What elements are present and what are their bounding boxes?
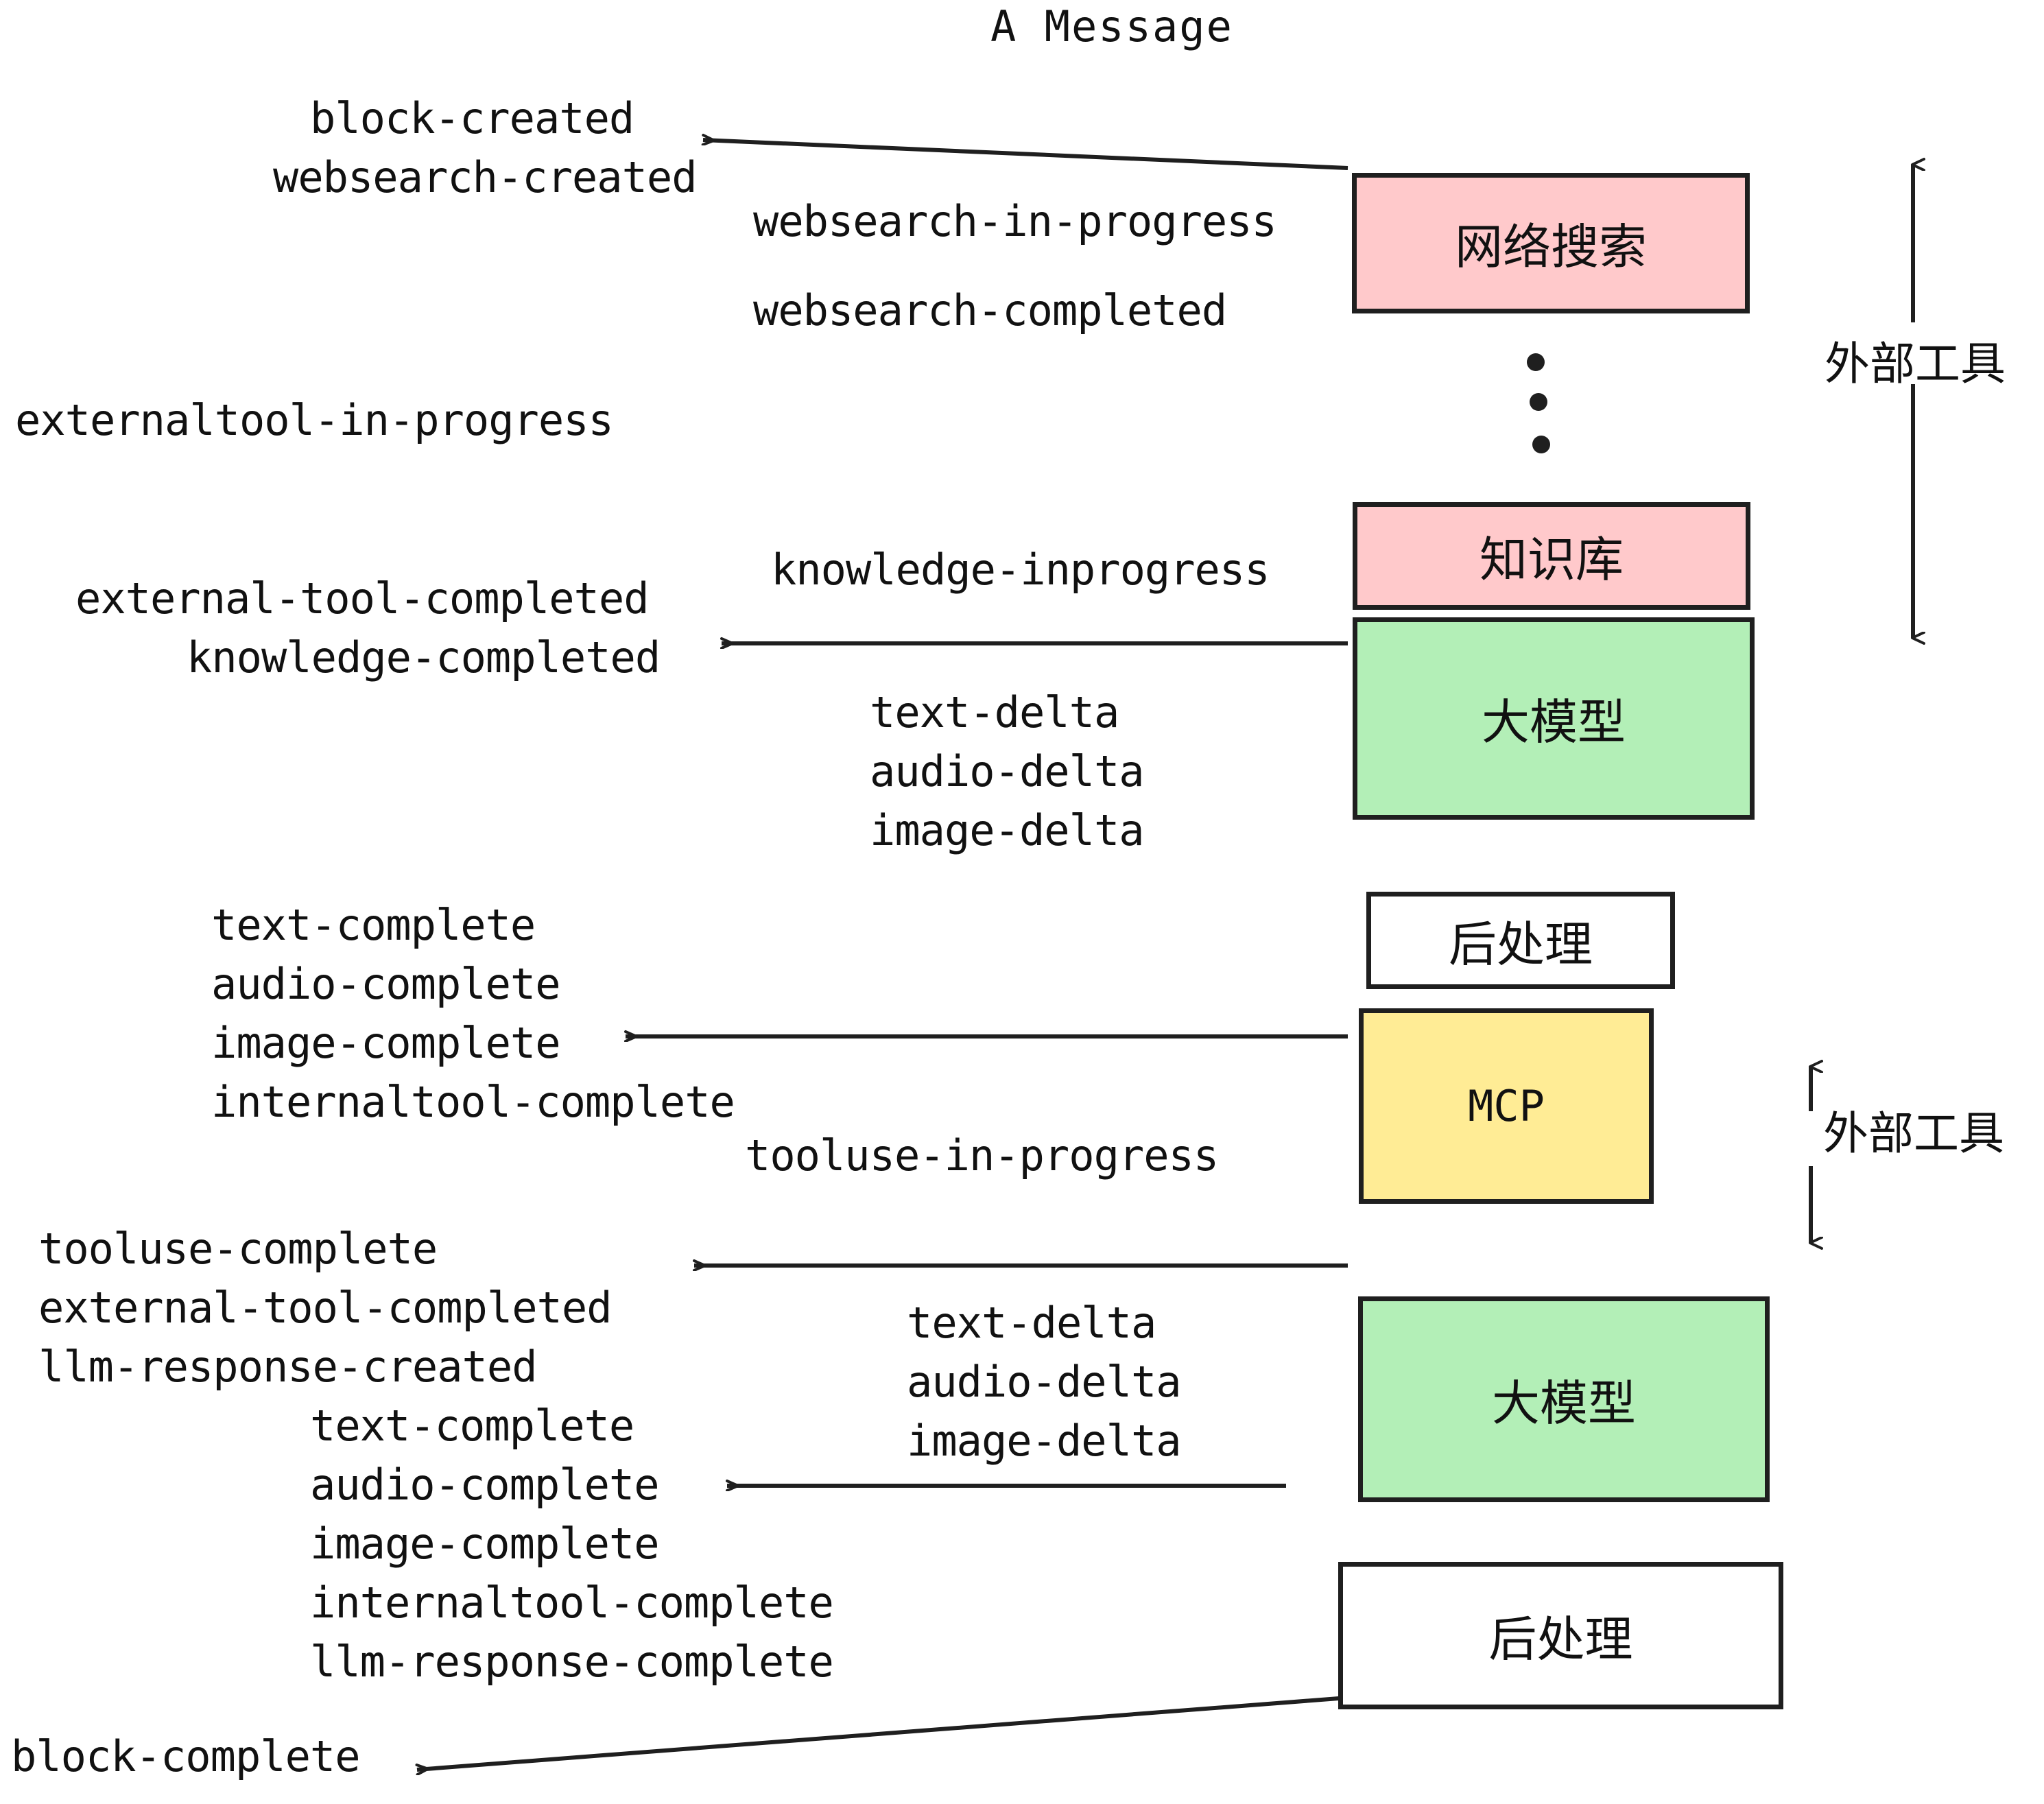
event-label-tooluse-in-progress: tooluse-in-progress (745, 1130, 1219, 1180)
event-label-websearch-created: websearch-created (273, 152, 698, 202)
arrow-postprocess2-to-block-complete (417, 1696, 1340, 1770)
node-box-websearch[interactable]: 网络搜索 (1352, 173, 1750, 313)
event-label-image-complete-1: image-complete (211, 1018, 561, 1068)
event-label-internaltool-complete-2: internaltool-complete (310, 1578, 834, 1628)
event-label-block-created: block-created (310, 93, 634, 143)
node-box-knowledge[interactable]: 知识库 (1353, 502, 1750, 610)
ellipsis-dot-2 (1530, 393, 1547, 411)
event-label-externaltool-in-progress: externaltool-in-progress (15, 395, 614, 445)
event-label-audio-complete-1: audio-complete (211, 959, 561, 1009)
event-label-image-delta-1: image-delta (870, 805, 1145, 855)
node-box-llm-2[interactable]: 大模型 (1358, 1296, 1770, 1502)
node-box-postprocess-2[interactable]: 后处理 (1338, 1562, 1783, 1709)
arrow-websearch-to-created (703, 140, 1348, 170)
event-label-block-complete: block-complete (11, 1731, 361, 1781)
event-label-text-delta-1: text-delta (870, 687, 1119, 737)
event-label-audio-delta-2: audio-delta (907, 1357, 1182, 1407)
node-label-postprocess-1: 后处理 (1449, 916, 1593, 973)
node-label-llm-1: 大模型 (1482, 694, 1626, 750)
node-label-knowledge: 知识库 (1479, 532, 1624, 588)
event-label-websearch-in-progress: websearch-in-progress (753, 196, 1277, 246)
node-label-llm-2: 大模型 (1492, 1375, 1636, 1432)
node-label-postprocess-2: 后处理 (1488, 1611, 1633, 1667)
event-label-text-delta-2: text-delta (907, 1298, 1156, 1348)
event-label-internaltool-complete-1: internaltool-complete (211, 1077, 735, 1127)
node-label-websearch: 网络搜索 (1455, 219, 1647, 275)
node-box-postprocess-1[interactable]: 后处理 (1366, 892, 1675, 989)
page-title: A Message (990, 1, 1233, 51)
event-label-knowledge-completed: knowledge-completed (187, 632, 661, 683)
event-label-audio-complete-2: audio-complete (310, 1460, 660, 1510)
event-label-external-tool-completed-1: external-tool-completed (75, 573, 650, 624)
side-label-external-tool-bottom: 外部工具 (1823, 1107, 2004, 1160)
event-label-image-delta-2: image-delta (907, 1416, 1182, 1466)
event-label-websearch-completed: websearch-completed (753, 285, 1227, 335)
node-label-mcp: MCP (1468, 1081, 1545, 1131)
event-label-tooluse-complete: tooluse-complete (38, 1224, 438, 1274)
node-box-llm-1[interactable]: 大模型 (1353, 617, 1755, 820)
event-label-audio-delta-1: audio-delta (870, 746, 1145, 796)
node-box-mcp[interactable]: MCP (1359, 1008, 1654, 1204)
event-label-text-complete-1: text-complete (211, 900, 536, 950)
ellipsis-dot-1 (1527, 353, 1545, 371)
event-label-external-tool-completed-2: external-tool-completed (38, 1283, 613, 1333)
event-label-image-complete-2: image-complete (310, 1519, 660, 1569)
side-label-external-tool-top: 外部工具 (1825, 337, 2006, 390)
event-label-text-complete-2: text-complete (310, 1401, 634, 1451)
ellipsis-dot-3 (1532, 436, 1550, 453)
event-label-llm-response-complete: llm-response-complete (310, 1637, 834, 1687)
event-label-knowledge-inprogress: knowledge-inprogress (771, 545, 1270, 595)
event-label-llm-response-created: llm-response-created (38, 1342, 538, 1392)
